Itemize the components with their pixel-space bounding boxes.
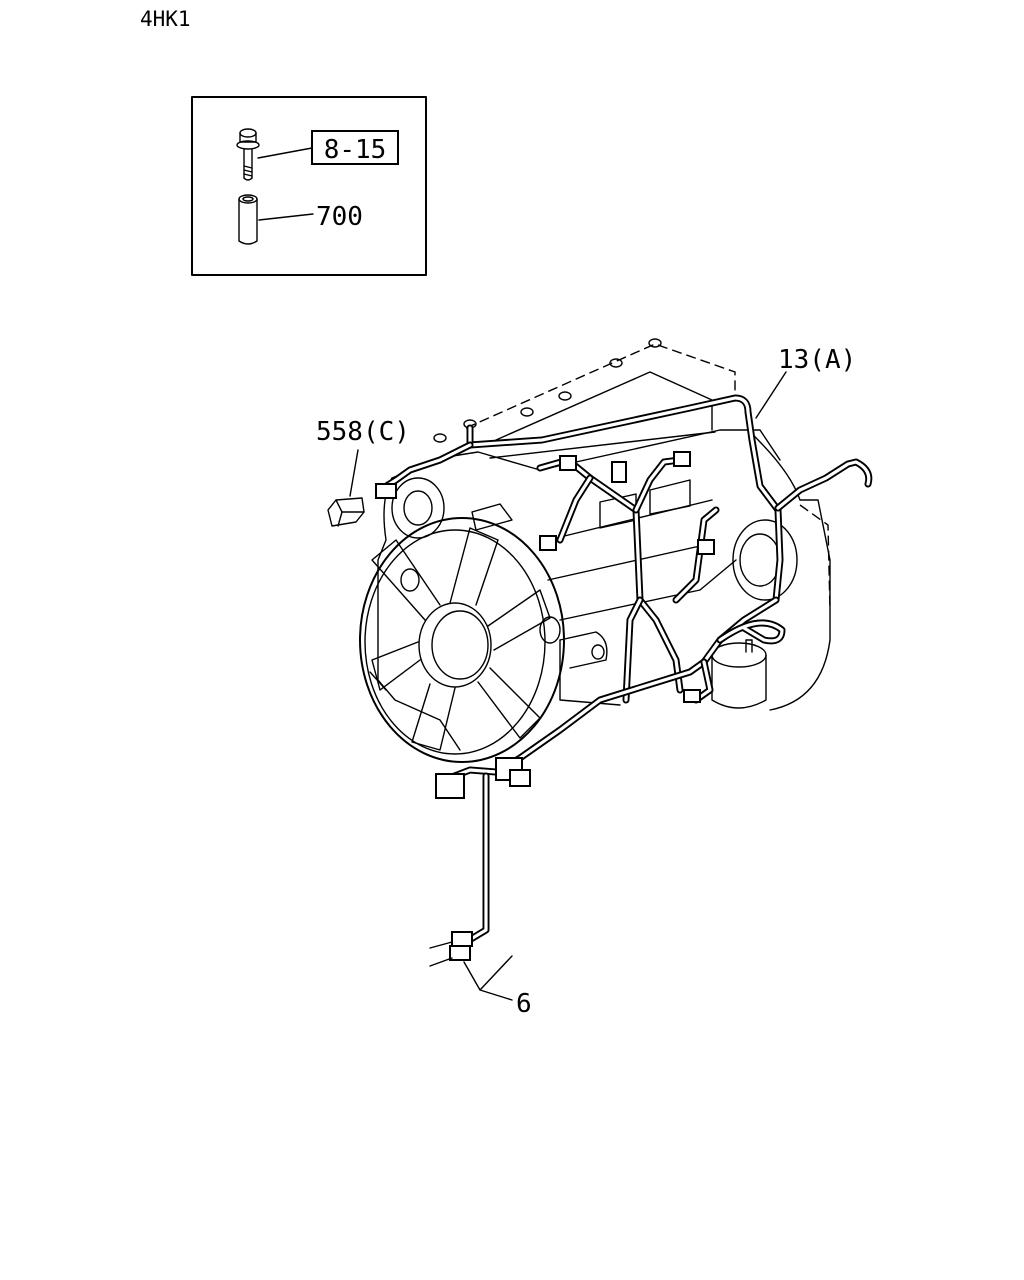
- connector-callout-label: 6: [516, 989, 532, 1019]
- part-leader-line: [258, 213, 314, 221]
- inset-box: 8-15 700: [191, 96, 427, 276]
- harness-connector-mid-2: [697, 539, 715, 555]
- part-label: 700: [316, 202, 363, 232]
- harness-leader-line: [755, 371, 787, 419]
- connector-leader-line: [463, 955, 513, 1001]
- engine-illustration: [359, 338, 831, 763]
- wiring-harness: [375, 394, 873, 946]
- cap-leader-line: [349, 449, 359, 497]
- harness-connector-low-3: [509, 769, 531, 787]
- harness-connector-low-1: [435, 773, 465, 799]
- harness-connector-top-2: [611, 461, 627, 483]
- cap-illustration: [327, 497, 365, 527]
- bolt-illustration: [236, 128, 260, 181]
- harness-connector-left: [375, 483, 397, 499]
- ref-label-box: [311, 130, 399, 165]
- ref-label: 8-15: [324, 135, 387, 165]
- ref-leader-line: [257, 147, 313, 159]
- harness-callout-label: 13(A): [778, 345, 856, 375]
- cap-callout-label: 558(C): [316, 417, 410, 447]
- harness-connector-top-3: [673, 451, 691, 467]
- harness-connector-mid-1: [539, 535, 557, 551]
- end-connector-illustration: [429, 931, 473, 967]
- harness-connector-rear: [683, 689, 701, 703]
- sleeve-illustration: [238, 194, 258, 245]
- model-code-label: 4HK1: [140, 7, 191, 31]
- harness-connector-top-1: [559, 455, 577, 471]
- fan-illustration: [359, 517, 565, 763]
